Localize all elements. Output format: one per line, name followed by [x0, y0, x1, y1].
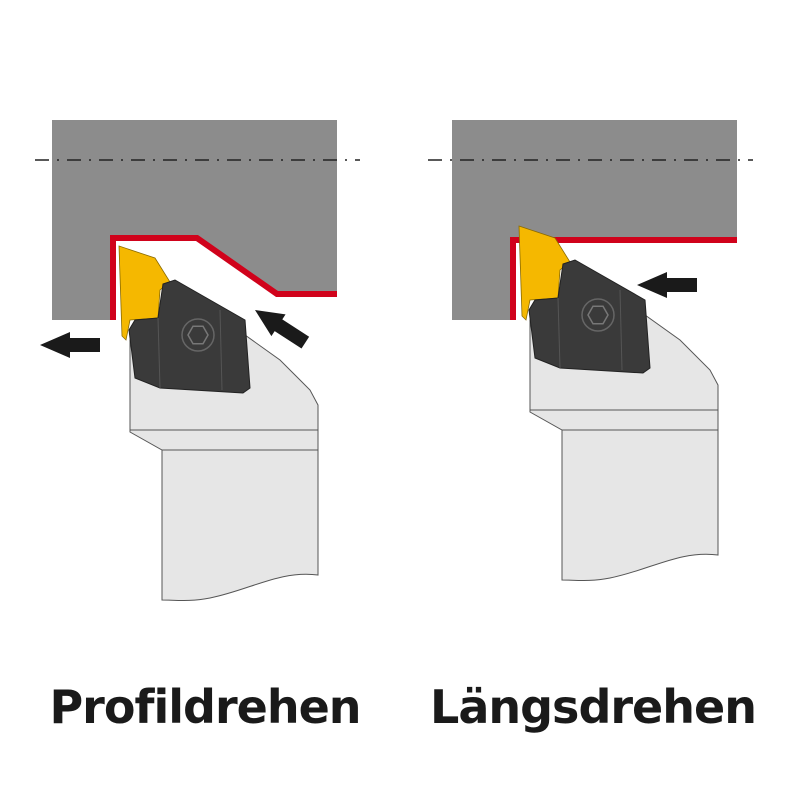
arrow-feed-diagonal-icon [255, 310, 310, 349]
label-longitudinal-turning: Längsdrehen [430, 680, 757, 734]
arrow-left-icon [637, 272, 697, 298]
arrow-left-icon [40, 332, 100, 358]
workpiece [452, 120, 737, 320]
panel-profile-turning [34, 120, 361, 602]
turning-tool [118, 245, 319, 602]
cutting-contour [110, 235, 337, 320]
cutting-contour [510, 237, 737, 320]
label-profile-turning: Profildrehen [49, 680, 361, 734]
panel-longitudinal-turning [427, 120, 754, 582]
workpiece [52, 120, 337, 320]
